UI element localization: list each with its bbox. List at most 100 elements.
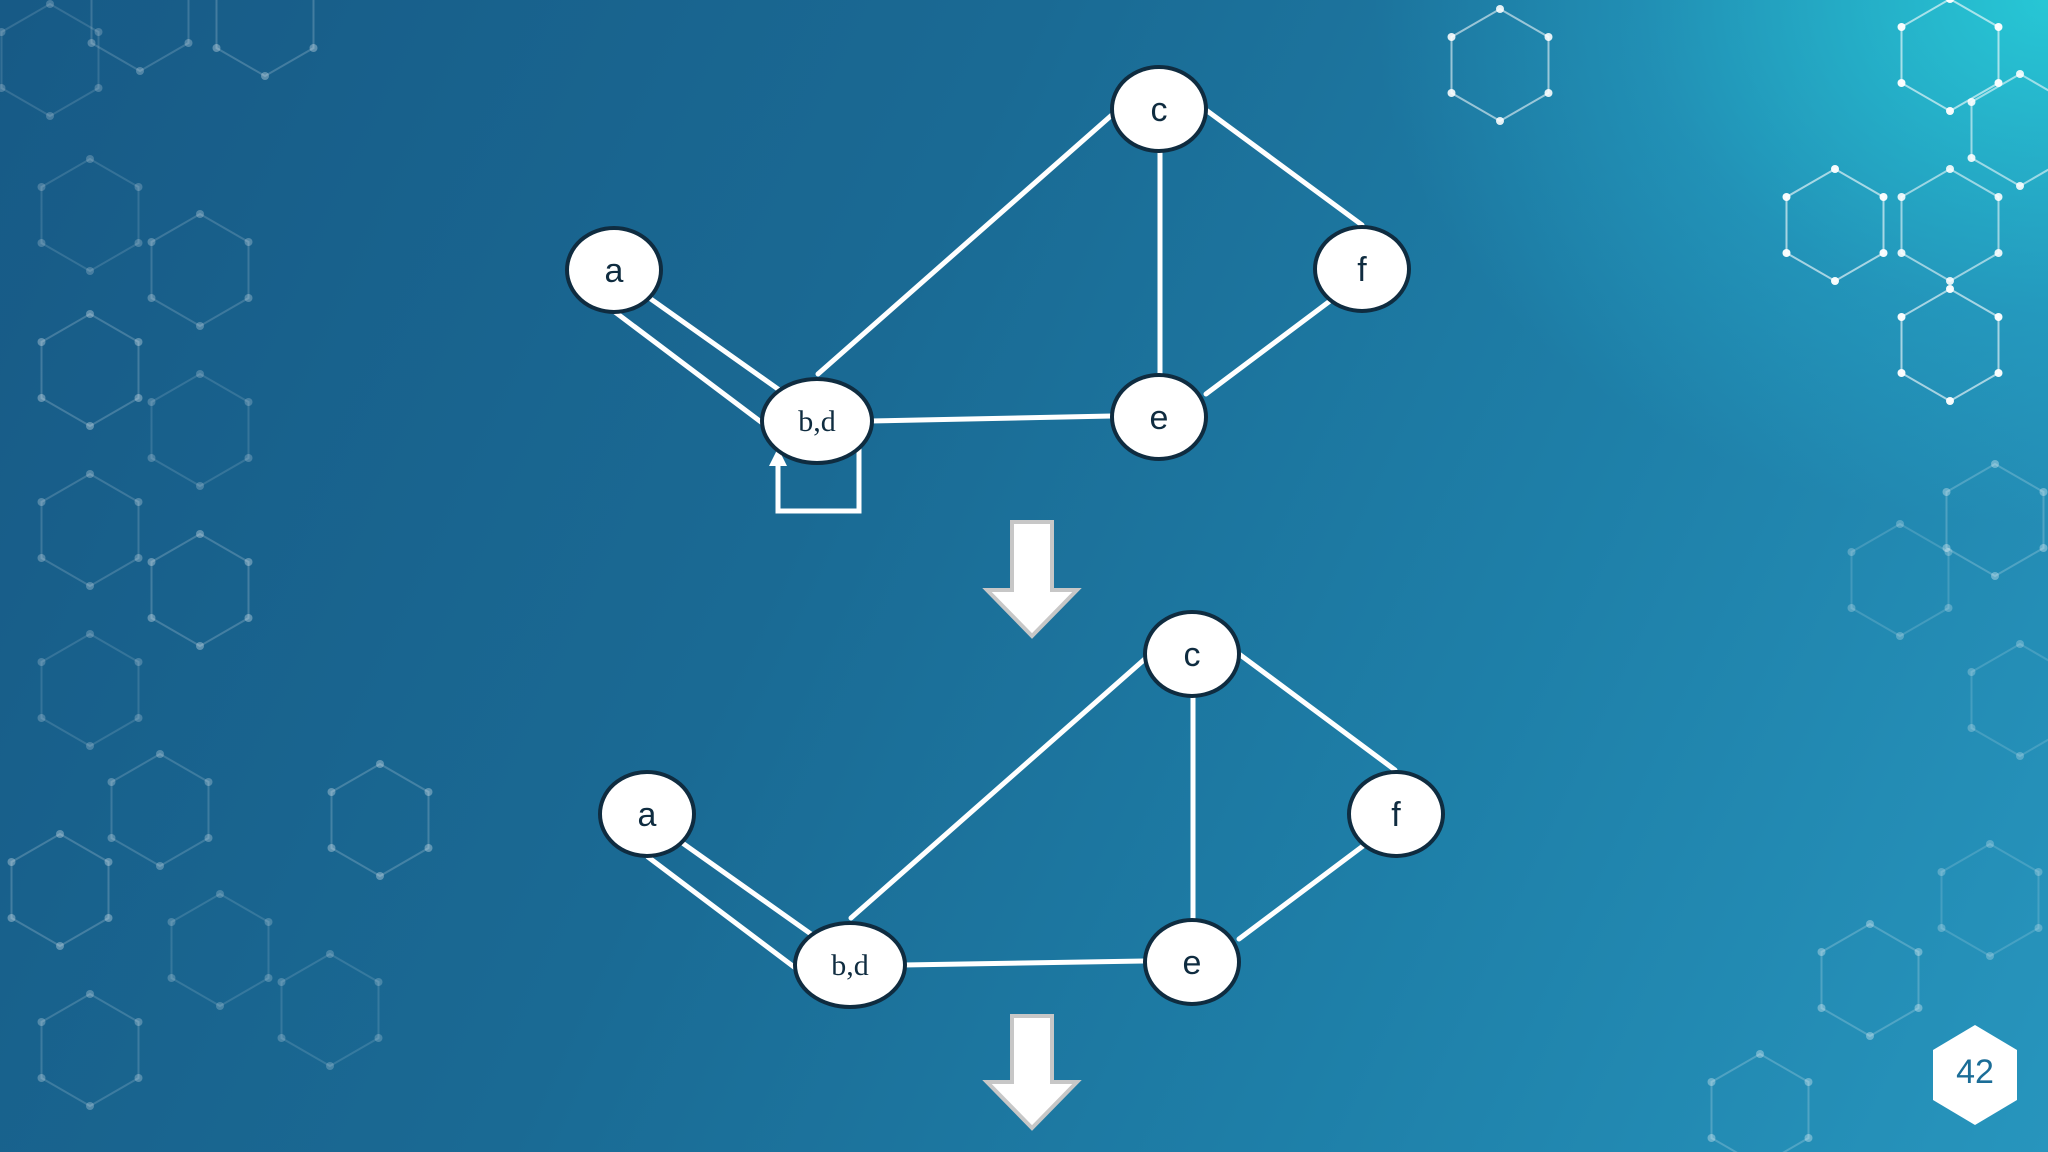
hexagon-node-dot: [216, 1002, 224, 1010]
edge-a-bd-2: [645, 854, 801, 973]
hexagon-node-dot: [86, 155, 94, 163]
hexagon-node-dot: [1937, 868, 1946, 876]
hexagon-node-dot: [37, 658, 46, 666]
node-bd-label: b,d: [831, 949, 869, 982]
hexagon-node-dot: [147, 614, 156, 622]
hexagon-node-dot: [2039, 488, 2048, 496]
hexagon-node-dot: [1994, 249, 2003, 257]
hexagon-node-dot: [1942, 544, 1951, 552]
node-f-label: f: [1357, 251, 1367, 289]
hexagon-decoration: [330, 762, 430, 878]
hexagon-node-dot: [134, 714, 143, 722]
hexagon-node-dot: [1967, 98, 1976, 106]
edge-c-f: [1236, 651, 1398, 773]
hexagon-node-dot: [104, 858, 113, 866]
hexagon-node-dot: [1937, 924, 1946, 932]
hexagon-node-dot: [1994, 23, 2003, 31]
hexagon-node-dot: [94, 84, 103, 92]
hexagon-node-dot: [1804, 1078, 1813, 1086]
node-f: f: [1347, 770, 1445, 858]
hexagon-node-dot: [244, 454, 253, 462]
node-e-label: e: [1150, 399, 1169, 437]
hexagon-decoration: [40, 992, 140, 1108]
hexagon-decoration: [40, 157, 140, 273]
hexagon-node-dot: [277, 978, 286, 986]
hexagon-node-dot: [1804, 1134, 1813, 1142]
hexagon-node-dot: [86, 582, 94, 590]
hexagon-node-dot: [134, 1074, 143, 1082]
hexagon-node-dot: [1942, 488, 1951, 496]
hexagon-node-dot: [1447, 33, 1456, 41]
hexagon-node-dot: [86, 630, 94, 638]
hexagon-node-dot: [196, 482, 204, 490]
hexagon-node-dot: [1847, 604, 1856, 612]
hexagon-node-dot: [1946, 0, 1954, 3]
node-c-label: c: [1184, 636, 1201, 674]
hexagon-node-dot: [86, 990, 94, 998]
hexagon-node-dot: [46, 0, 54, 8]
hexagon-node-dot: [1782, 193, 1791, 201]
hexagon-node-dot: [134, 658, 143, 666]
hexagon-node-dot: [244, 294, 253, 302]
hexagon-node-dot: [1914, 948, 1923, 956]
hexagon-node-dot: [134, 554, 143, 562]
hexagon-node-dot: [86, 267, 94, 275]
hexagon-node-dot: [37, 498, 46, 506]
hexagon-decoration: [40, 472, 140, 588]
hexagon-node-dot: [244, 398, 253, 406]
hexagon-decoration: [1820, 922, 1920, 1038]
edge-a-bd-1: [678, 839, 821, 942]
hexagon-node-dot: [147, 454, 156, 462]
hexagon-node-dot: [86, 422, 94, 430]
hexagon-decoration: [0, 2, 100, 118]
hexagon-node-dot: [1897, 79, 1906, 87]
edge-bd-e: [900, 958, 1148, 968]
hexagon-node-dot: [264, 918, 273, 926]
hexagon-node-dot: [1847, 548, 1856, 556]
edge-e-f: [1203, 295, 1337, 397]
hexagon-decoration: [150, 212, 250, 328]
hexagon-decoration: [90, 0, 190, 73]
hexagon-node-dot: [37, 1018, 46, 1026]
hexagon-node-dot: [94, 28, 103, 36]
edge-c-f: [1203, 107, 1365, 228]
node-a-label: a: [638, 796, 657, 834]
down-arrow-icon: [982, 1014, 1082, 1131]
hexagon-node-dot: [1994, 369, 2003, 377]
hexagon-node-dot: [327, 788, 336, 796]
hexagon-node-dot: [184, 39, 193, 47]
hexagon-decoration: [110, 752, 210, 868]
hexagon-node-dot: [1707, 1078, 1716, 1086]
hexagon-node-dot: [1944, 604, 1953, 612]
hexagon-node-dot: [86, 742, 94, 750]
hexagon-node-dot: [2016, 640, 2024, 648]
hexagon-node-dot: [1991, 572, 1999, 580]
hexagon-node-dot: [1896, 632, 1904, 640]
hexagon-node-dot: [56, 830, 64, 838]
hexagon-node-dot: [134, 338, 143, 346]
hexagon-node-dot: [1782, 249, 1791, 257]
hexagon-node-dot: [1946, 165, 1954, 173]
hexagon-node-dot: [2016, 752, 2024, 760]
hexagon-node-dot: [46, 112, 54, 120]
hexagon-node-dot: [1496, 5, 1504, 13]
hexagon-node-dot: [0, 84, 6, 92]
hexagon-node-dot: [2034, 868, 2043, 876]
hexagon-node-dot: [1967, 154, 1976, 162]
hexagon-node-dot: [1994, 313, 2003, 321]
edge-e-f: [1236, 840, 1370, 942]
hexagon-node-dot: [212, 44, 221, 52]
hexagon-node-dot: [1756, 1050, 1764, 1058]
node-a: a: [598, 770, 696, 858]
hexagon-node-dot: [147, 238, 156, 246]
hexagon-node-dot: [37, 183, 46, 191]
hexagon-decoration: [10, 832, 110, 948]
hexagon-decoration: [40, 312, 140, 428]
hexagon-decoration: [170, 892, 270, 1008]
hexagon-node-dot: [1986, 952, 1994, 960]
self-loop-arrowhead: [769, 448, 787, 466]
hexagon-node-dot: [1447, 89, 1456, 97]
hexagon-node-dot: [167, 974, 176, 982]
